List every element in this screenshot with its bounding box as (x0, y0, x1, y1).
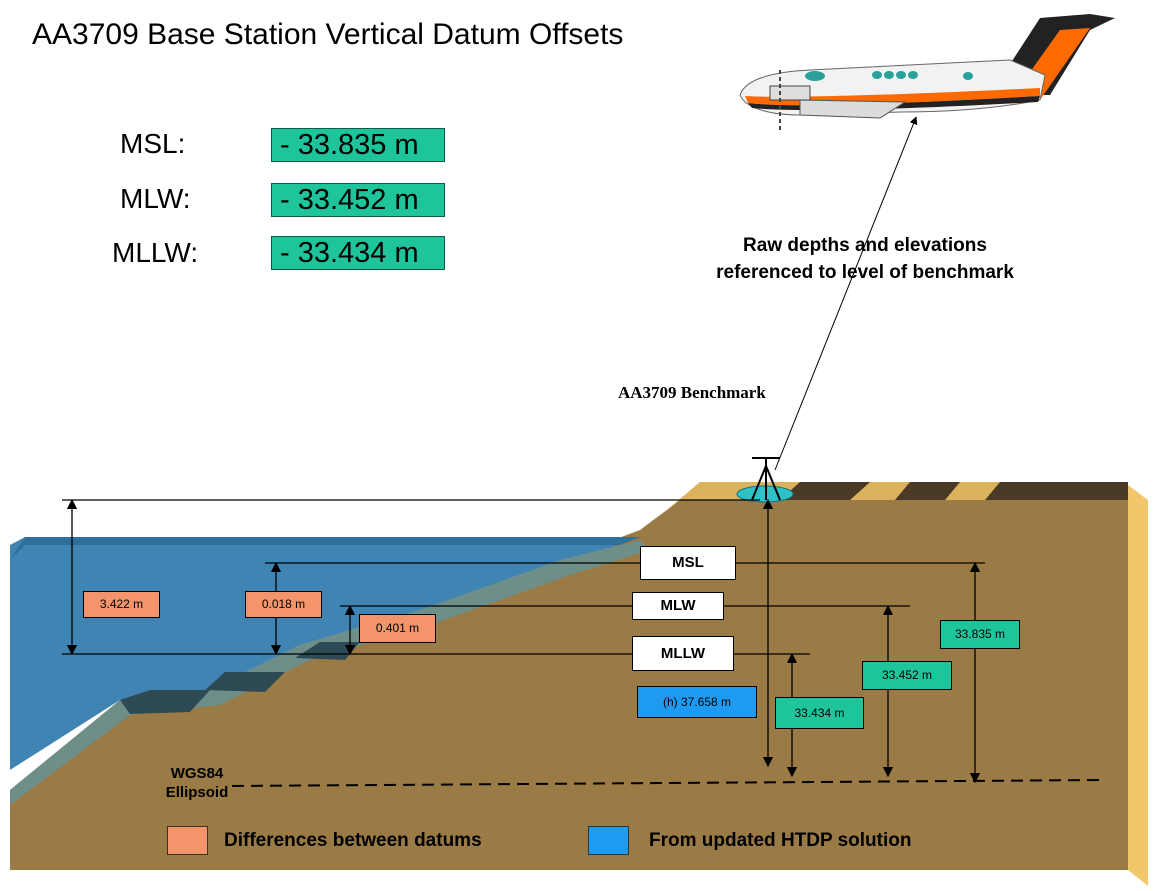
aircraft-windows (805, 71, 973, 81)
wgs84-ellipsoid-label: WGS84 Ellipsoid (152, 764, 242, 802)
ground-top-stripe-2 (895, 482, 960, 500)
ellipsoid-height-value: (h) 37.658 m (637, 686, 757, 718)
offset-label-msl: MSL: (120, 128, 186, 159)
datum-mlw-box: MLW (632, 592, 724, 620)
step-1 (120, 690, 210, 714)
diff-value-b: 0.018 m (245, 591, 322, 618)
raw-depths-note-line2: referenced to level of benchmark (716, 262, 1014, 283)
wgs84-ellipsoid-line (231, 779, 1106, 787)
wgs84-label-line2: Ellipsoid (165, 784, 229, 801)
offset-label-mllw: MLLW: (112, 237, 199, 268)
offset-value-mllw: - 33.434 m (271, 236, 445, 270)
benchmark-label: AA3709 Benchmark (618, 383, 766, 402)
page-title: AA3709 Base Station Vertical Datum Offse… (32, 18, 624, 51)
benchmark-tripod (751, 457, 781, 501)
offset-value-msl: - 33.835 m (271, 128, 445, 162)
aircraft-engine (769, 85, 811, 101)
ground-top-stripe-1 (780, 482, 870, 500)
benchmark-to-aircraft-line (774, 116, 918, 471)
raw-depths-note-line1: Raw depths and elevations (743, 235, 987, 256)
measurement-arrows (66, 498, 981, 784)
height-value-mllw: 33.434 m (775, 697, 864, 729)
water-body (10, 537, 640, 770)
shore-slope (10, 540, 650, 805)
datum-msl-box: MSL (640, 546, 736, 580)
diff-value-a: 3.422 m (83, 591, 160, 618)
legend-label-differences: Differences between datums (224, 830, 482, 851)
wgs84-label-line1: WGS84 (170, 765, 224, 782)
height-value-msl: 33.835 m (940, 620, 1020, 649)
datum-mllw-box: MLLW (632, 636, 734, 671)
diff-value-c: 0.401 m (359, 614, 436, 643)
raw-depths-note: Raw depths and elevations referenced to … (680, 232, 1050, 286)
ground-top-stripe-3 (985, 482, 1128, 500)
offset-label-mlw: MLW: (120, 183, 191, 214)
height-value-mlw: 33.452 m (862, 661, 952, 690)
ground-body (10, 500, 1128, 870)
offset-value-mlw: - 33.452 m (271, 183, 445, 217)
step-3 (295, 642, 360, 660)
water-surface (10, 537, 640, 560)
aircraft-wing (799, 99, 907, 119)
aircraft (739, 14, 1115, 130)
legend-swatch-htdp (588, 826, 629, 855)
legend-label-htdp: From updated HTDP solution (649, 830, 912, 851)
ground-side-face (1128, 485, 1148, 886)
step-2 (205, 672, 285, 692)
legend-swatch-differences (167, 826, 208, 855)
